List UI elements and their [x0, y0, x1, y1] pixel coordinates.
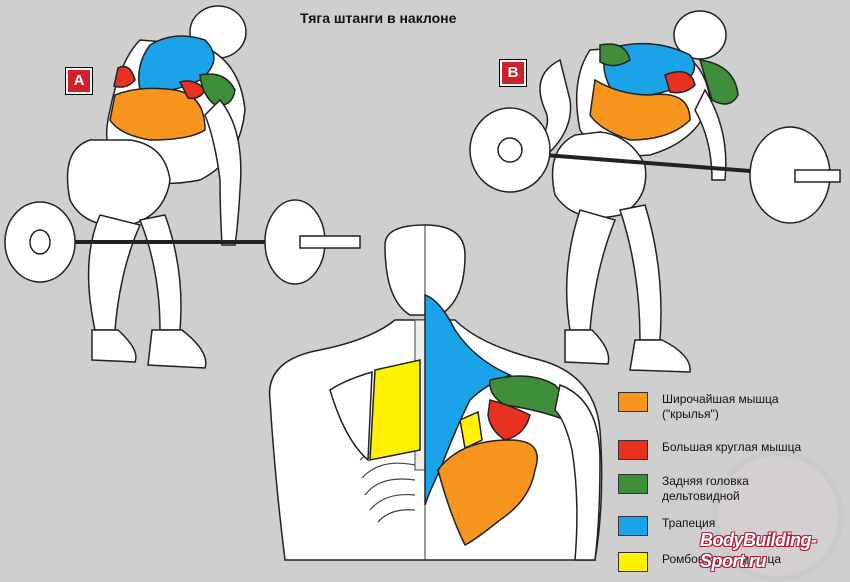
rear-deltoid-muscle-a: [199, 73, 236, 107]
teres-major-muscle-b: [664, 70, 696, 94]
legend-label-trapezius: Трапеция: [662, 516, 716, 530]
legend-swatch-trapezius: [618, 516, 648, 536]
diagram-title: Тяга штанги в наклоне: [300, 10, 457, 26]
teres-major-muscle-a: [113, 65, 136, 88]
trapezius-muscle-center: [424, 293, 512, 506]
legend-item-teres-major: Большая круглая мышца: [618, 440, 801, 460]
latissimus-muscle-center: [437, 439, 538, 547]
legend-item-rhomboid: Ромбовидная мышца: [618, 552, 781, 572]
legend-swatch-teres-major: [618, 440, 648, 460]
watermark-text: BodyBuilding-Sport.ru: [700, 530, 817, 571]
rear-deltoid-muscle-b: [599, 43, 631, 67]
legend-swatch-rear-deltoid: [618, 474, 648, 494]
legend-item-rear-deltoid: Задняя головка дельтовидной: [618, 474, 782, 504]
legend-label-rhomboid: Ромбовидная мышца: [662, 552, 782, 566]
legend-item-trapezius: Трапеция: [618, 516, 715, 536]
figure-b: [469, 10, 841, 373]
latissimus-muscle-b: [589, 78, 691, 141]
figure-a: [4, 5, 361, 369]
rhomboid-muscle: [369, 359, 421, 461]
back-anatomy-view: [268, 224, 603, 561]
legend-swatch-latissimus: [618, 392, 648, 412]
legend-label-latissimus: Широчайшая мышца ("крылья"): [662, 392, 779, 421]
legend-swatch-rhomboid: [618, 552, 648, 572]
figure-label-b: B: [500, 60, 526, 86]
legend-item-latissimus: Широчайшая мышца ("крылья"): [618, 392, 812, 422]
watermark-emblem: [712, 450, 844, 582]
legend-label-teres-major: Большая круглая мышца: [662, 440, 802, 454]
legend-label-rear-deltoid: Задняя головка дельтовидной: [662, 474, 749, 503]
figure-label-a: A: [66, 68, 92, 94]
latissimus-muscle-a: [109, 87, 206, 141]
teres-major-muscle-center: [487, 399, 531, 441]
